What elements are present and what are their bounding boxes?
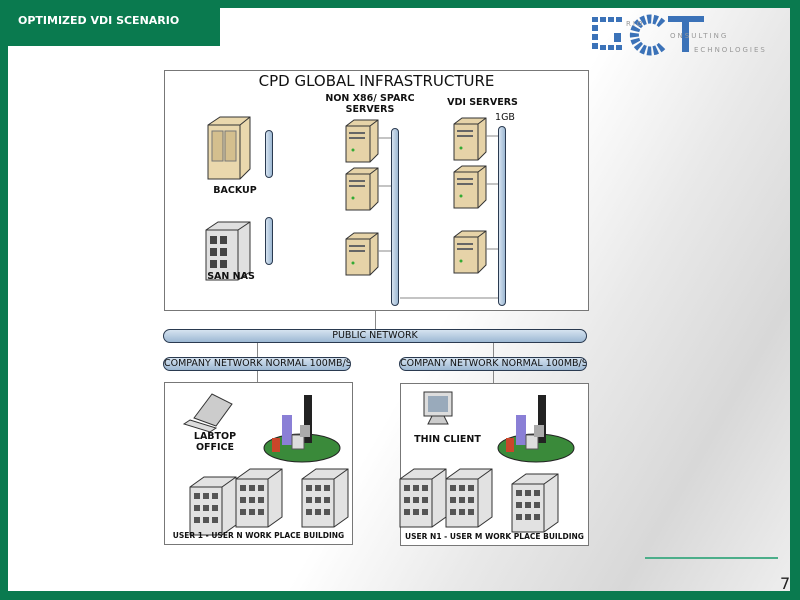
company-logo: RIO ONSULTING ECHNOLOGIES — [592, 14, 767, 56]
thin-client-label: THIN CLIENT — [414, 434, 481, 445]
backup-label: BACKUP — [213, 185, 257, 196]
vdi-servers-label: VDI SERVERS — [447, 97, 518, 108]
accent-line — [645, 557, 778, 559]
svg-text:RIO: RIO — [626, 20, 644, 28]
san-nas-label: SAN NAS — [207, 271, 255, 282]
non-x86-backbone-pipe — [391, 128, 399, 306]
frame-right — [790, 0, 800, 600]
company-network-right-pipe: COMPANY NETWORK NORMAL 100MB/S — [399, 357, 587, 371]
svg-text:ONSULTING: ONSULTING — [670, 32, 728, 40]
svg-text:ECHNOLOGIES: ECHNOLOGIES — [694, 46, 767, 54]
server-icons — [205, 116, 498, 299]
public-network-pipe: PUBLIC NETWORK — [163, 329, 587, 343]
non-x86-servers-label: NON X86/ SPARC SERVERS — [325, 93, 415, 115]
connector — [375, 311, 376, 329]
backup-link-pipe — [265, 130, 273, 178]
laptop-icon — [182, 393, 233, 433]
infrastructure-title: CPD GLOBAL INFRASTRUCTURE — [258, 72, 495, 90]
frame-top — [0, 0, 800, 8]
slide-title: OPTIMIZED VDI SCENARIO — [0, 0, 220, 46]
page-number: 7 — [780, 574, 791, 593]
thin-client-icon — [423, 391, 453, 425]
workplace-icons — [182, 391, 575, 536]
laptop-office-label: LABTOP OFFICE — [193, 431, 237, 453]
vdi-speed-label: 1GB — [495, 112, 515, 123]
san-link-pipe — [265, 217, 273, 265]
left-workplace-caption: USER 1 - USER N WORK PLACE BUILDING — [172, 531, 345, 540]
vdi-backbone-pipe — [498, 126, 506, 306]
frame-bottom — [0, 591, 800, 600]
right-workplace-caption: USER N1 - USER M WORK PLACE BUILDING — [405, 532, 584, 541]
frame-left — [0, 0, 8, 600]
company-network-left-pipe: COMPANY NETWORK NORMAL 100MB/S — [163, 357, 351, 371]
